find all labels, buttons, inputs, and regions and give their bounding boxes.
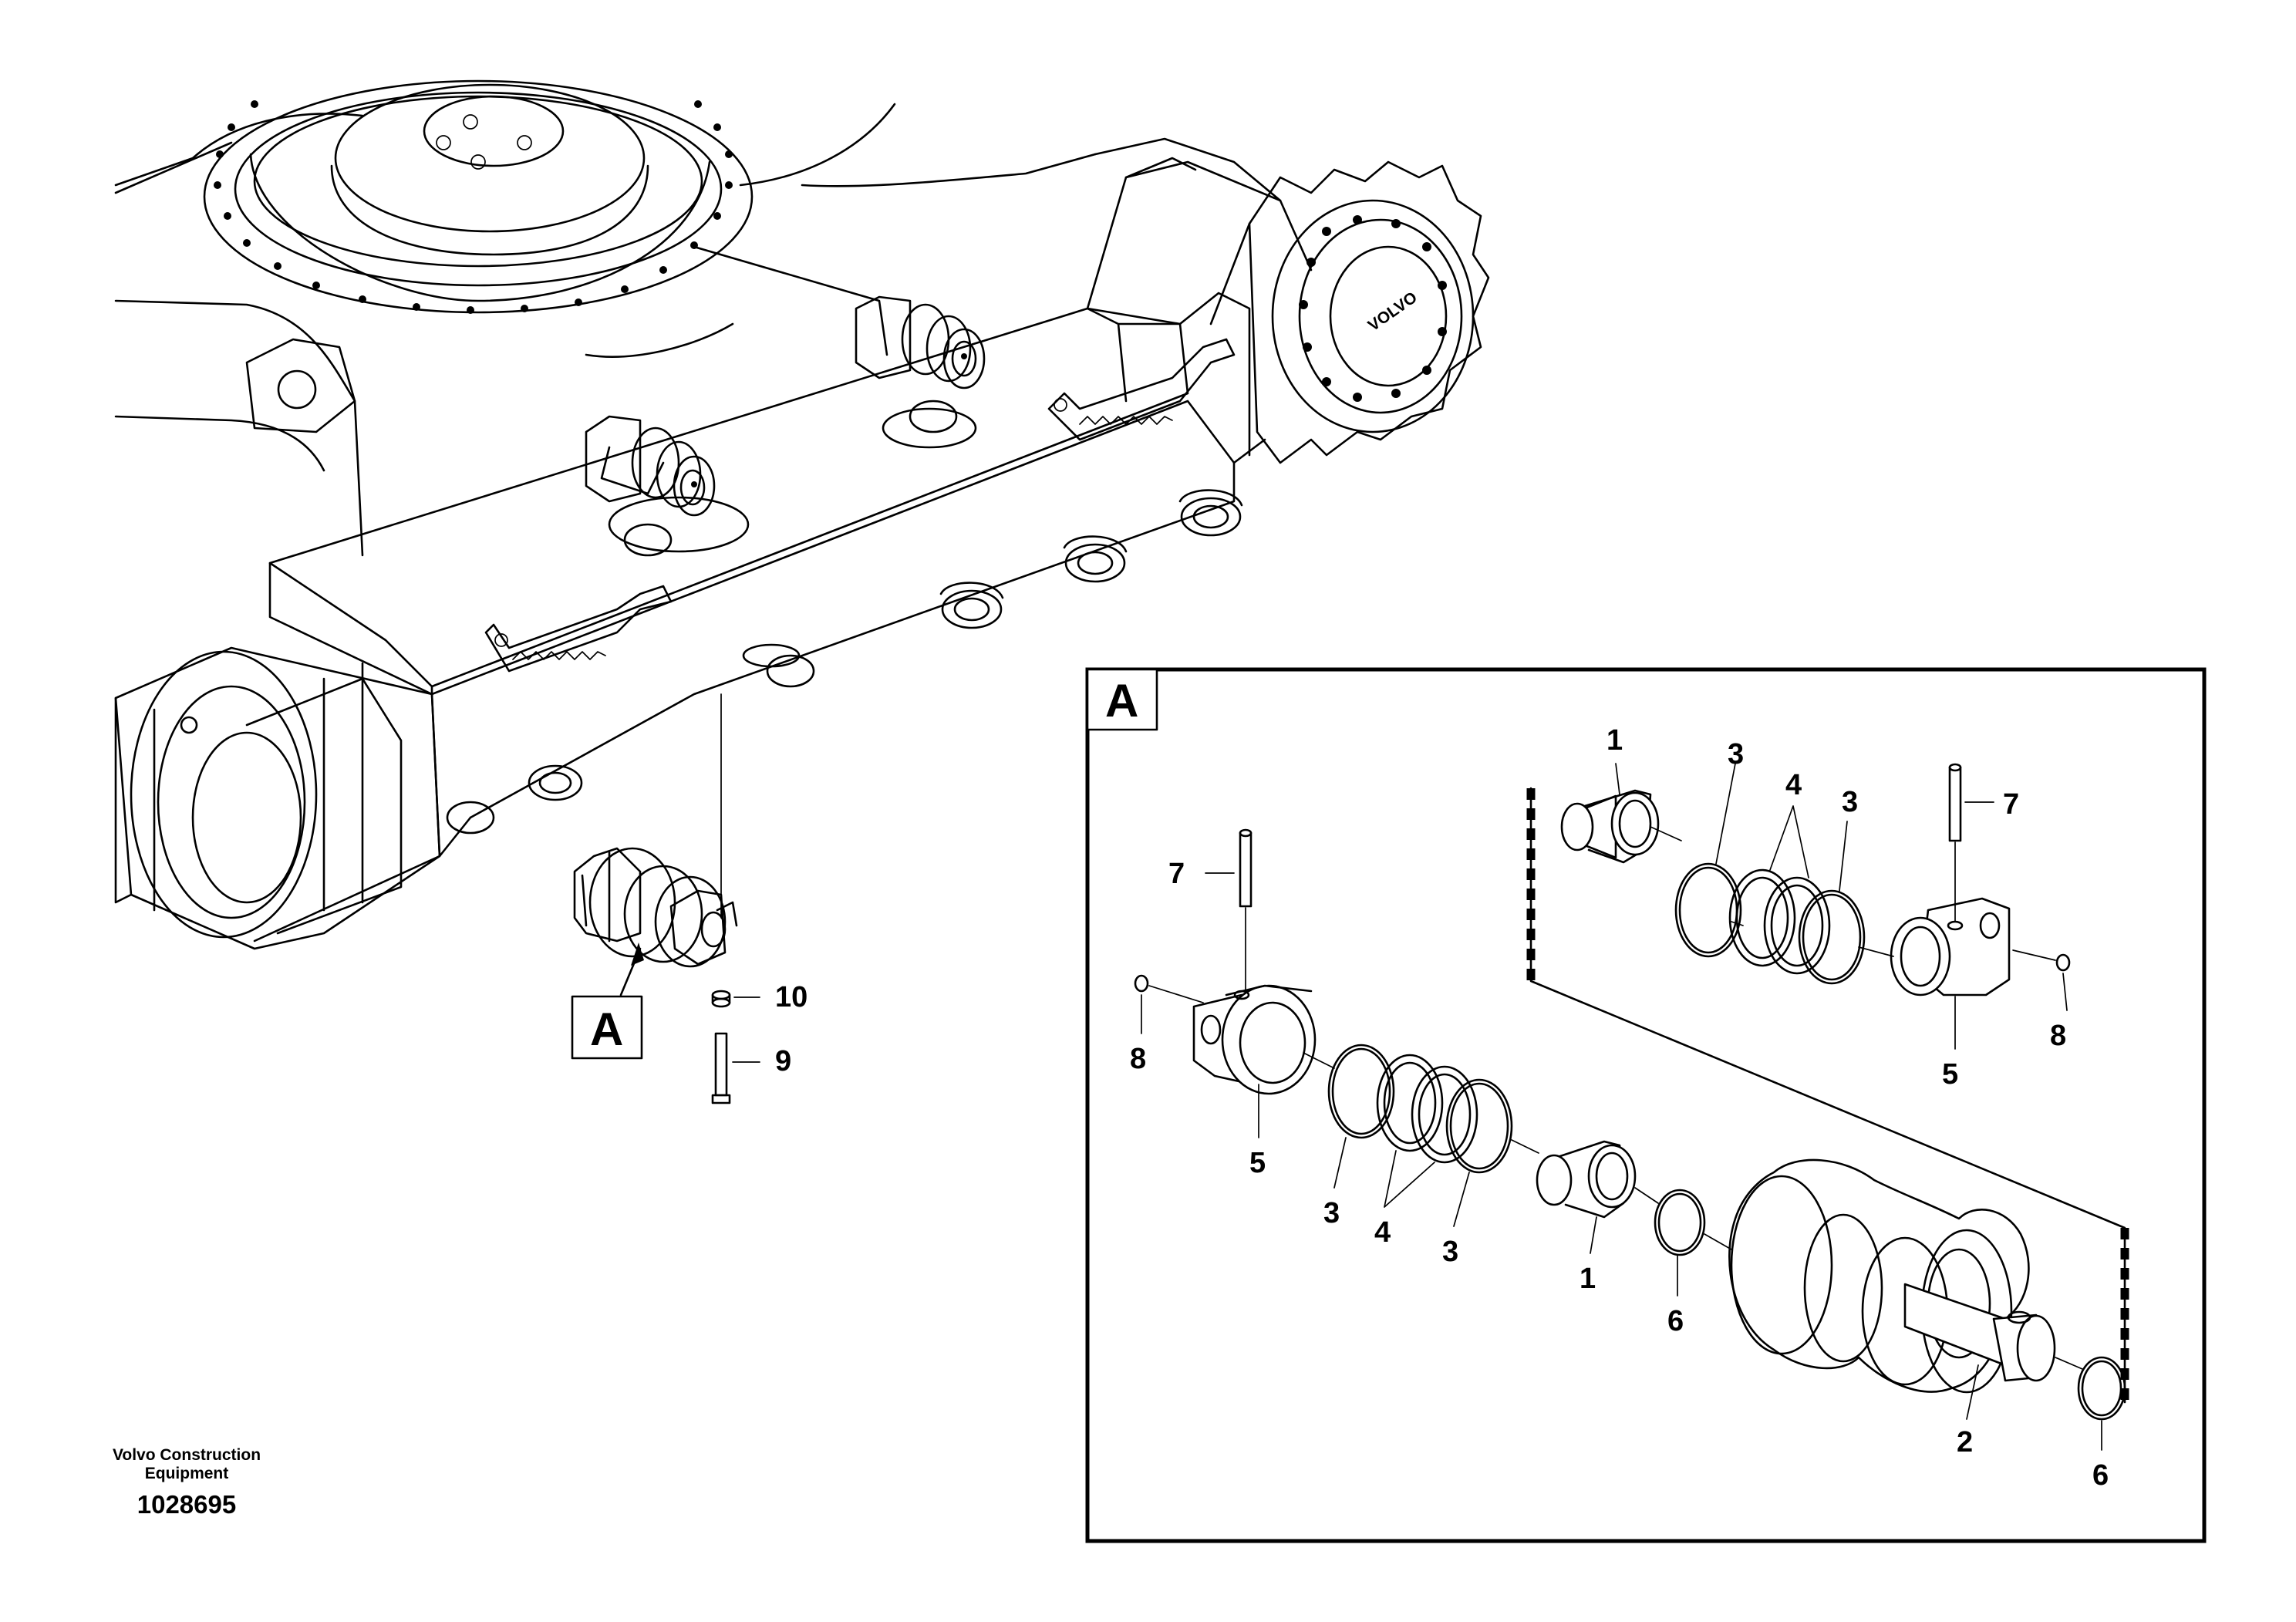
callout-1-top: 1 (1607, 724, 1623, 757)
callout-9: 9 (775, 1045, 791, 1077)
drawing-number: 1028695 (137, 1490, 236, 1519)
oring-bottom (2077, 1356, 2126, 1421)
callout-2: 2 (1957, 1426, 1973, 1458)
housing-upper (1890, 897, 2011, 996)
callout-4-bottom: 4 (1374, 1216, 1391, 1249)
callout-3-top-left: 3 (1728, 738, 1744, 771)
undercarriage-assembly: VOLVO (114, 79, 1490, 950)
final-drive-sprocket: VOLVO (1209, 160, 1490, 464)
track-guard-front (1047, 338, 1236, 441)
callout-8-left: 8 (1130, 1043, 1146, 1075)
bolt-part-9 (711, 1032, 760, 1104)
callout-8-right: 8 (2050, 1020, 2066, 1052)
pin-upper (1948, 763, 1994, 922)
callout-5-right: 5 (1942, 1058, 1958, 1091)
callout-10: 10 (775, 981, 807, 1013)
seal-ring-upper-right (1798, 889, 1866, 985)
callout-3-top-right: 3 (1842, 786, 1858, 818)
callout-1-bottom: 1 (1580, 1263, 1596, 1295)
floating-seal-lower (1376, 1054, 1478, 1164)
bushing-lower (1536, 1140, 1637, 1219)
callout-3-bottom-right: 3 (1442, 1236, 1458, 1268)
brand-line-1: Volvo Construction (113, 1446, 261, 1464)
housing-lower (1192, 984, 1317, 1095)
svg-text:A: A (590, 1003, 623, 1055)
pin-lower (1205, 828, 1253, 996)
track-rollers (446, 489, 1243, 835)
carrier-roller-1 (585, 415, 716, 517)
roller-with-shaft (1728, 1158, 2083, 1394)
callout-7-right: 7 (2003, 788, 2019, 821)
callout-6-middle: 6 (1667, 1305, 1684, 1337)
callout-6-bottom: 6 (2092, 1459, 2109, 1492)
volvo-logo-text: VOLVO (1365, 288, 1421, 335)
track-guard-rear (484, 585, 673, 673)
brand-line-2: Equipment (145, 1465, 229, 1482)
track-frame (253, 137, 1313, 943)
plug-lower (1134, 974, 1204, 1003)
carrier-roller-2 (855, 295, 986, 389)
detail-marker-label: A (1105, 675, 1138, 727)
bushing-upper (1560, 789, 1660, 864)
view-marker-a: A (571, 995, 643, 1060)
callout-5-left: 5 (1249, 1147, 1266, 1179)
plug-upper (2012, 949, 2071, 972)
callout-7-left: 7 (1168, 858, 1185, 890)
lower-roller-assembly (573, 847, 760, 1104)
floating-seal-upper (1728, 868, 1831, 975)
seal-ring-lower-left (1327, 1044, 1395, 1139)
callout-3-bottom-left: 3 (1323, 1197, 1340, 1229)
seal-ring-lower-right (1445, 1078, 1513, 1174)
washer-part-10 (711, 990, 760, 1008)
front-idler (114, 646, 441, 950)
callout-4-top: 4 (1785, 769, 1802, 801)
oring-middle (1654, 1189, 1706, 1256)
detail-frame-a: A (1085, 667, 2207, 1543)
